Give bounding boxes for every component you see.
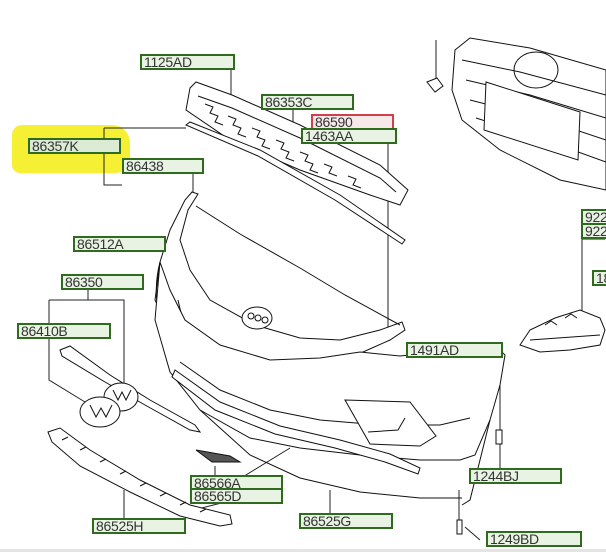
part-label-18[interactable]: 18	[592, 270, 606, 286]
part-label-86512A[interactable]: 86512A	[73, 236, 166, 252]
radiator-grille-part	[426, 37, 606, 191]
upper-strip-part	[185, 121, 406, 245]
part-label-1244BJ[interactable]: 1244BJ	[469, 468, 562, 484]
part-label-922-upper[interactable]: 922	[581, 209, 606, 225]
part-label-86525G[interactable]: 86525G	[299, 513, 393, 529]
center-emblem-part	[241, 306, 273, 330]
part-label-86353C[interactable]: 86353C	[261, 94, 354, 110]
vent-trim-part	[195, 449, 242, 463]
emblem-grille-bar-part	[59, 345, 202, 433]
part-label-1491AD[interactable]: 1491AD	[406, 342, 503, 358]
part-label-86565D[interactable]: 86565D	[190, 488, 283, 504]
lower-lip-part	[47, 427, 233, 527]
bottom-scroll-edge	[0, 549, 606, 552]
part-label-86350[interactable]: 86350	[61, 274, 144, 290]
part-label-1249BD[interactable]: 1249BD	[486, 531, 582, 547]
drl-lamp-part	[519, 309, 606, 353]
lower-trim-part	[171, 369, 421, 475]
part-label-922-lower[interactable]: 922	[581, 223, 606, 239]
part-label-86438[interactable]: 86438	[122, 158, 204, 174]
part-label-86410B[interactable]: 86410B	[17, 323, 111, 339]
part-label-86357K[interactable]: 86357K	[28, 138, 121, 154]
part-label-1125AD[interactable]: 1125AD	[140, 54, 235, 70]
part-label-86525H[interactable]: 86525H	[92, 518, 186, 534]
part-label-86566A[interactable]: 86566A	[190, 475, 283, 491]
part-label-1463AA[interactable]: 1463AA	[301, 128, 397, 144]
